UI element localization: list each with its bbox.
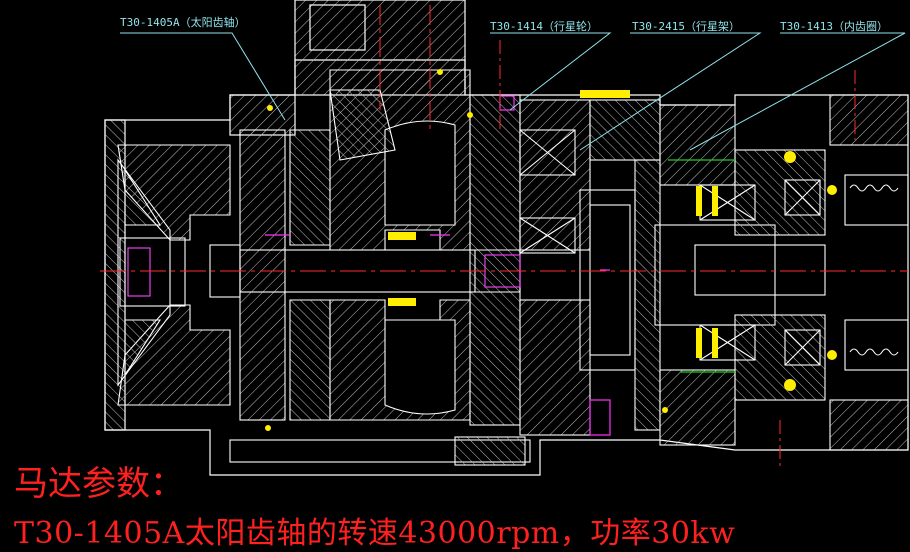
base-bolt — [229, 436, 531, 466]
left-end-cap — [117, 144, 231, 406]
turbine-section — [239, 69, 521, 426]
callout-sun-gear-shaft: T30-1405A（太阳齿轴） — [120, 16, 246, 29]
inlet-port — [309, 4, 366, 51]
centerlines — [100, 5, 908, 470]
callout-leaders — [120, 32, 906, 151]
planetary-stage — [519, 90, 661, 436]
ring-gear-section — [654, 94, 909, 451]
fastener-details — [265, 95, 611, 436]
callout-planet-carrier: T30-2415（行星架） — [632, 20, 740, 33]
callout-planet-gear: T30-1414（行星轮） — [490, 20, 598, 33]
seal-markers — [265, 69, 837, 431]
secondary-lines — [668, 159, 735, 373]
motor-parameters-heading: 马达参数： — [14, 464, 184, 504]
callout-ring-gear: T30-1413（内齿圈） — [780, 20, 888, 33]
motor-parameters-detail: T30-1405A太阳齿轴的转速43000rpm，功率30kw — [14, 516, 736, 551]
carrier-marker — [580, 90, 630, 98]
